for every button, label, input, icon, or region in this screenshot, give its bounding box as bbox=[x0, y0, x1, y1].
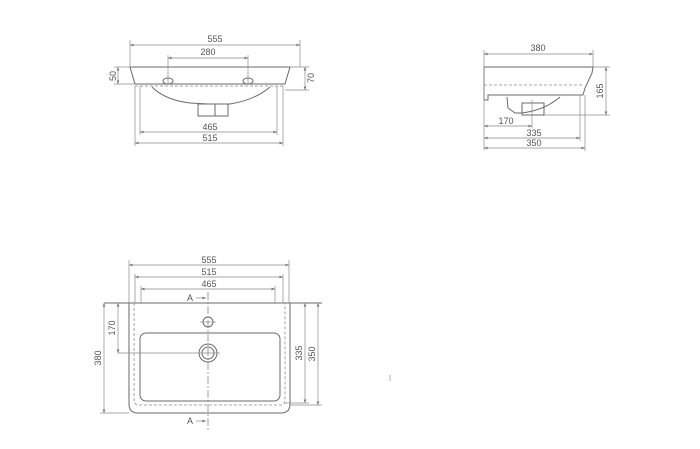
bowl-outline bbox=[139, 332, 281, 402]
dim-280: 280 bbox=[200, 47, 215, 57]
section-label-bottom: A bbox=[187, 416, 193, 426]
dim-515: 515 bbox=[202, 133, 217, 143]
dim-380-plan: 380 bbox=[93, 350, 103, 365]
dim-350-plan: 350 bbox=[307, 346, 317, 361]
dim-335-plan: 335 bbox=[294, 345, 304, 360]
plan-view: A A 555 515 465 170 380 335 350 bbox=[93, 255, 322, 430]
dim-165: 165 bbox=[595, 83, 605, 98]
front-view: 555 280 465 515 50 70 bbox=[108, 34, 316, 146]
side-view: 380 165 170 335 350 bbox=[483, 43, 610, 151]
bowl-side bbox=[506, 96, 561, 114]
bowl-profile bbox=[151, 86, 271, 105]
dim-465: 465 bbox=[202, 122, 217, 132]
basin-rim bbox=[129, 66, 291, 85]
dim-350-side: 350 bbox=[526, 138, 541, 148]
section-label-top: A bbox=[187, 293, 193, 303]
drain-side bbox=[521, 102, 545, 116]
dim-380-side: 380 bbox=[530, 43, 545, 53]
dim-70: 70 bbox=[306, 73, 316, 83]
dim-515-plan: 515 bbox=[201, 267, 216, 277]
basin-outline bbox=[128, 303, 291, 414]
dim-555: 555 bbox=[207, 34, 222, 44]
basin-side-profile bbox=[483, 66, 594, 101]
dim-50: 50 bbox=[108, 71, 118, 81]
dim-170-side: 170 bbox=[498, 116, 513, 126]
dim-335-side: 335 bbox=[526, 128, 541, 138]
dim-555-plan: 555 bbox=[201, 255, 216, 265]
dim-465-plan: 465 bbox=[201, 279, 216, 289]
drain-outlet bbox=[197, 103, 229, 117]
dim-170-plan: 170 bbox=[107, 320, 117, 335]
